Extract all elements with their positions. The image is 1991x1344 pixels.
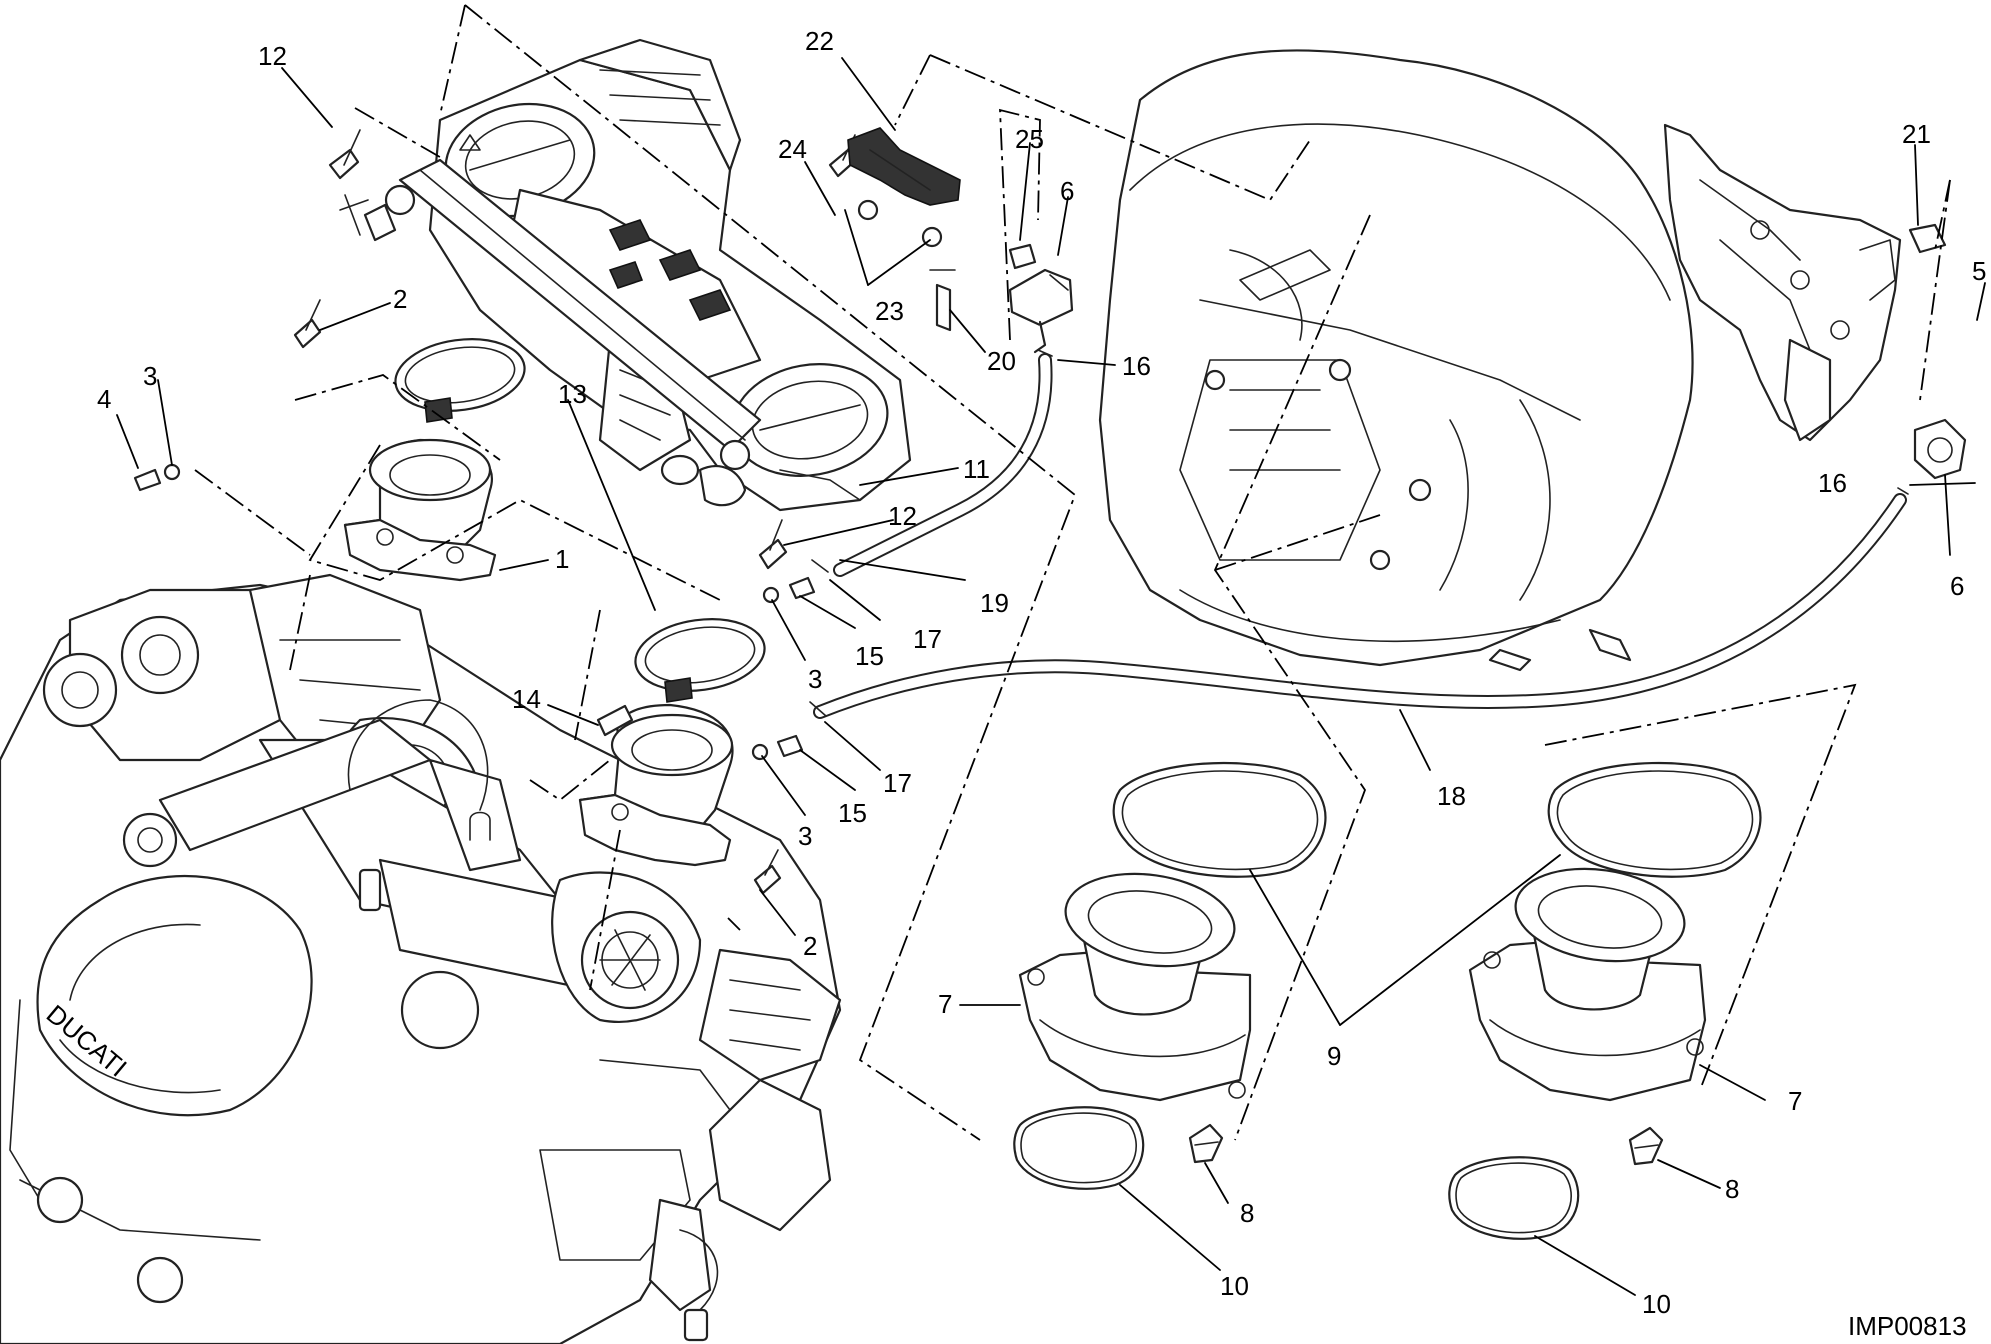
callout-8b: 8	[1725, 1174, 1739, 1204]
airbox	[1098, 49, 1694, 672]
gasket-part-9-left	[1112, 761, 1327, 878]
callout-8: 8	[1240, 1198, 1254, 1228]
assembly-guide-lines	[194, 4, 1951, 1141]
screw-part-8-left	[1188, 1123, 1224, 1164]
seal-part-10-right	[1448, 1156, 1580, 1240]
screw-part-8-right	[1628, 1126, 1664, 1166]
callout-3b: 3	[808, 664, 822, 694]
callout-12: 12	[258, 41, 287, 71]
callout-numbers: 12 22 24 25 6 21 5 2 23 20 16 3 4 13 11 …	[97, 26, 1986, 1319]
callout-14: 14	[512, 684, 541, 714]
callout-16: 16	[1122, 351, 1151, 381]
callout-1: 1	[555, 544, 569, 574]
engine-assembly: DUCATI	[0, 573, 842, 1344]
hose-clamp-lower	[634, 618, 766, 703]
mounting-bracket	[1663, 123, 1947, 442]
callout-13: 13	[558, 379, 587, 409]
bracket-part-22	[847, 127, 961, 206]
callout-17b: 17	[883, 768, 912, 798]
seal-part-10-left	[1013, 1106, 1145, 1190]
callout-10: 10	[1220, 1271, 1249, 1301]
hose-clamp-upper	[394, 338, 526, 423]
callout-20: 20	[987, 346, 1016, 376]
callout-18: 18	[1437, 781, 1466, 811]
callout-17: 17	[913, 624, 942, 654]
drawing-code: IMP00813	[1848, 1311, 1967, 1341]
gasket-part-9-right	[1547, 761, 1762, 878]
callout-5: 5	[1972, 256, 1986, 286]
callout-6b: 6	[1950, 571, 1964, 601]
callout-7: 7	[938, 989, 952, 1019]
callout-4: 4	[97, 384, 111, 414]
callout-24: 24	[778, 134, 807, 164]
callout-11: 11	[963, 454, 990, 484]
callout-15b: 15	[838, 798, 867, 828]
callout-22: 22	[805, 26, 834, 56]
intake-funnel-part-7-right	[1468, 867, 1707, 1102]
hose-part-18	[813, 493, 1907, 719]
intake-manifold-upper	[343, 438, 497, 582]
callout-3c: 3	[798, 821, 812, 851]
sensor-part-6-right	[1913, 418, 1967, 480]
intake-funnel-part-7-left	[1018, 872, 1252, 1102]
callout-23: 23	[875, 296, 904, 326]
callout-leaders	[116, 57, 1986, 1296]
throttle-body-assembly	[339, 38, 912, 512]
callout-19: 19	[980, 588, 1009, 618]
fasteners-top	[133, 129, 1037, 895]
hose-part-19	[833, 353, 1053, 577]
callout-25: 25	[1015, 124, 1044, 154]
callout-6: 6	[1060, 176, 1074, 206]
callout-16b: 16	[1818, 468, 1847, 498]
callout-12b: 12	[888, 501, 917, 531]
callout-9: 9	[1327, 1041, 1341, 1071]
callout-2: 2	[393, 284, 407, 314]
callout-10b: 10	[1642, 1289, 1671, 1319]
callout-3: 3	[143, 361, 157, 391]
callout-21: 21	[1902, 119, 1931, 149]
callout-2b: 2	[803, 931, 817, 961]
callout-7b: 7	[1788, 1086, 1802, 1116]
callout-15: 15	[855, 641, 884, 671]
sensor-part-6-top	[1008, 268, 1074, 354]
